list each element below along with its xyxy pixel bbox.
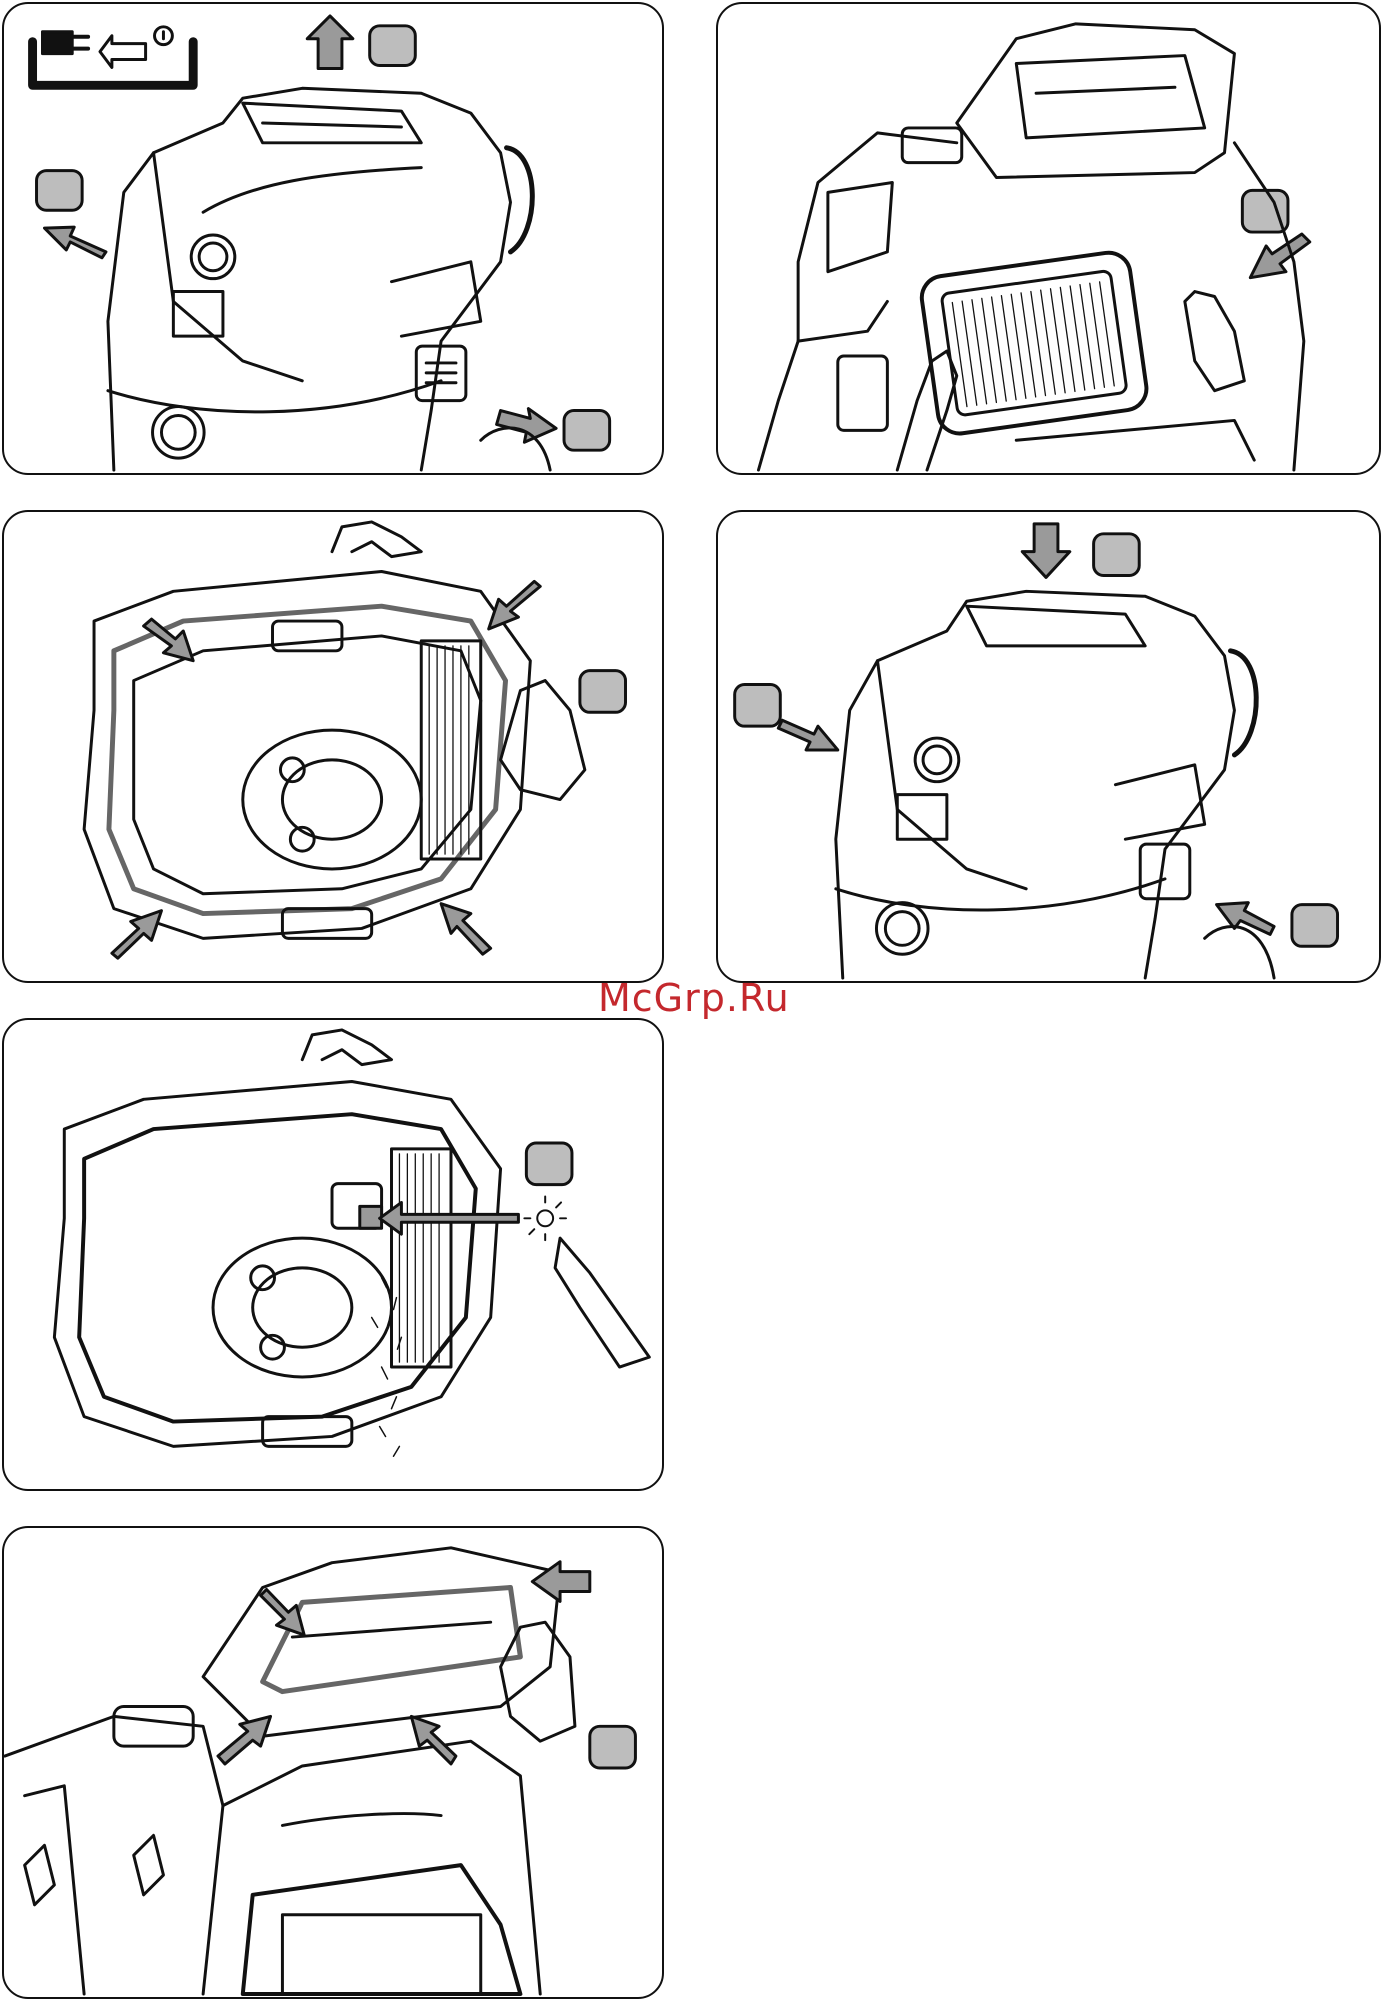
side-arrow-icon <box>411 1716 456 1764</box>
lid-illustration <box>4 1020 662 1489</box>
step-square-icon <box>1292 905 1338 947</box>
step-panel-1 <box>2 2 664 475</box>
step-square-icon <box>37 171 83 211</box>
hand-icon <box>1185 292 1244 391</box>
step-panel-3 <box>2 510 664 983</box>
hand-icon <box>897 351 956 470</box>
side-arrow-icon <box>441 904 491 955</box>
step-square-icon <box>590 1726 636 1768</box>
step-panel-2 <box>716 2 1381 475</box>
hand-icon <box>501 681 585 800</box>
step-panel-5 <box>2 1018 664 1491</box>
watermark: McGrp.Ru <box>598 976 790 1020</box>
vacuum-illustration <box>718 512 1379 981</box>
vacuum-illustration <box>4 1528 662 1997</box>
side-arrow-icon <box>1250 234 1309 278</box>
side-arrow-icon <box>489 581 541 629</box>
down-arrow-icon <box>1022 524 1070 578</box>
step-panel-6 <box>2 1526 664 1999</box>
up-arrow-icon <box>307 16 353 69</box>
step-square-icon <box>1094 534 1140 576</box>
step-square-icon <box>526 1143 572 1185</box>
step-square-icon <box>735 685 781 727</box>
step-panel-4 <box>716 510 1381 983</box>
hand-icon <box>501 1622 575 1741</box>
step-square-icon <box>370 26 416 66</box>
side-arrow-icon <box>778 720 837 750</box>
vacuum-illustration <box>4 4 662 473</box>
unplug-power-icon <box>33 27 194 86</box>
click-burst-icon <box>524 1196 566 1240</box>
lid-illustration <box>4 512 662 981</box>
side-arrow-icon <box>261 1589 305 1635</box>
wheel-arrow-icon <box>497 409 556 443</box>
step-square-icon <box>564 411 610 451</box>
hand-icon <box>555 1238 649 1367</box>
side-arrow-icon <box>44 227 105 258</box>
vacuum-illustration <box>718 4 1379 473</box>
step-square-icon <box>580 671 626 713</box>
side-arrow-icon <box>218 1716 271 1764</box>
